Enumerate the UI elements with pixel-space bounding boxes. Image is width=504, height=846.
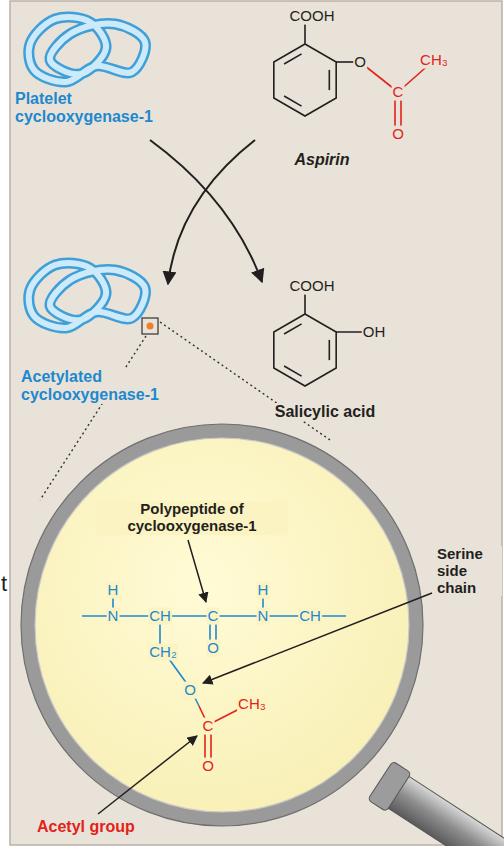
pointer-arrow bbox=[203, 593, 432, 683]
magnifier-lens bbox=[28, 431, 416, 819]
atom-label: CH bbox=[298, 608, 322, 625]
atom-label: O bbox=[391, 126, 405, 143]
atom-label: H bbox=[257, 582, 270, 599]
protein-label: Platelet cyclooxygenase-1 bbox=[14, 90, 181, 126]
magnifier-handle bbox=[368, 761, 504, 846]
acetyl-site-dot bbox=[147, 323, 154, 330]
pointer-arrow bbox=[98, 736, 197, 814]
callout-label: Polypeptide of cyclooxygenase-1 bbox=[96, 501, 288, 535]
atom-label: CH₃ bbox=[237, 696, 267, 713]
compound-name: Aspirin bbox=[293, 151, 350, 169]
compound-name: Salicylic acid bbox=[274, 403, 377, 421]
atom-label: C bbox=[207, 608, 220, 625]
atom-label: CH₃ bbox=[419, 52, 449, 69]
protein-outline bbox=[29, 263, 146, 328]
protein-label: Acetylated cyclooxygenase-1 bbox=[20, 368, 190, 404]
benzene-ring bbox=[274, 44, 336, 116]
protein-ribbon bbox=[29, 17, 146, 82]
proteins bbox=[29, 17, 146, 328]
polypeptide-bonds bbox=[82, 590, 346, 706]
atom-label: O bbox=[353, 54, 367, 71]
bond bbox=[304, 22, 306, 44]
protein-outline bbox=[29, 17, 146, 82]
atom-label: N bbox=[257, 608, 270, 625]
ring-double-bond bbox=[329, 70, 331, 90]
atom-label: O bbox=[201, 758, 215, 775]
atom-label: H bbox=[107, 582, 120, 599]
atom-label: C bbox=[202, 718, 215, 735]
atom-label: CH₂ bbox=[148, 644, 178, 661]
callout-label: Serine side chain bbox=[436, 546, 502, 596]
aspirin-bonds bbox=[305, 22, 432, 130]
acetyl-bonds bbox=[199, 705, 247, 762]
reaction-arrow bbox=[168, 140, 255, 284]
atom-label: COOH bbox=[289, 278, 336, 295]
stray-letter: t bbox=[0, 572, 8, 597]
protein-ribbon bbox=[29, 263, 146, 328]
benzene-ring bbox=[274, 314, 336, 386]
lens-rim-edge bbox=[35, 438, 409, 812]
ring-double-bond bbox=[284, 366, 302, 376]
atom-label: COOH bbox=[289, 8, 336, 25]
ring-double-bond bbox=[284, 96, 302, 106]
ring-double-bond bbox=[284, 54, 302, 64]
handle-collar bbox=[368, 761, 412, 812]
atom-label: N bbox=[107, 608, 120, 625]
atom-label: O bbox=[183, 682, 197, 699]
callout-label: Acetyl group bbox=[36, 818, 136, 836]
zoom-line bbox=[40, 336, 146, 500]
atom-label: CH bbox=[148, 608, 172, 625]
background-panel bbox=[10, 1, 502, 845]
reaction-arrow bbox=[150, 140, 262, 282]
atom-label: O bbox=[206, 640, 220, 657]
pointer-arrow bbox=[188, 540, 206, 602]
bond bbox=[304, 292, 306, 314]
benzene-rings bbox=[274, 44, 336, 386]
zoom-box bbox=[142, 318, 158, 334]
ring-double-bond bbox=[329, 340, 331, 360]
atom-label: OH bbox=[362, 324, 387, 341]
ring-double-bond bbox=[284, 324, 302, 334]
lens-rim-edge bbox=[21, 424, 423, 826]
atom-label: C bbox=[392, 84, 405, 101]
